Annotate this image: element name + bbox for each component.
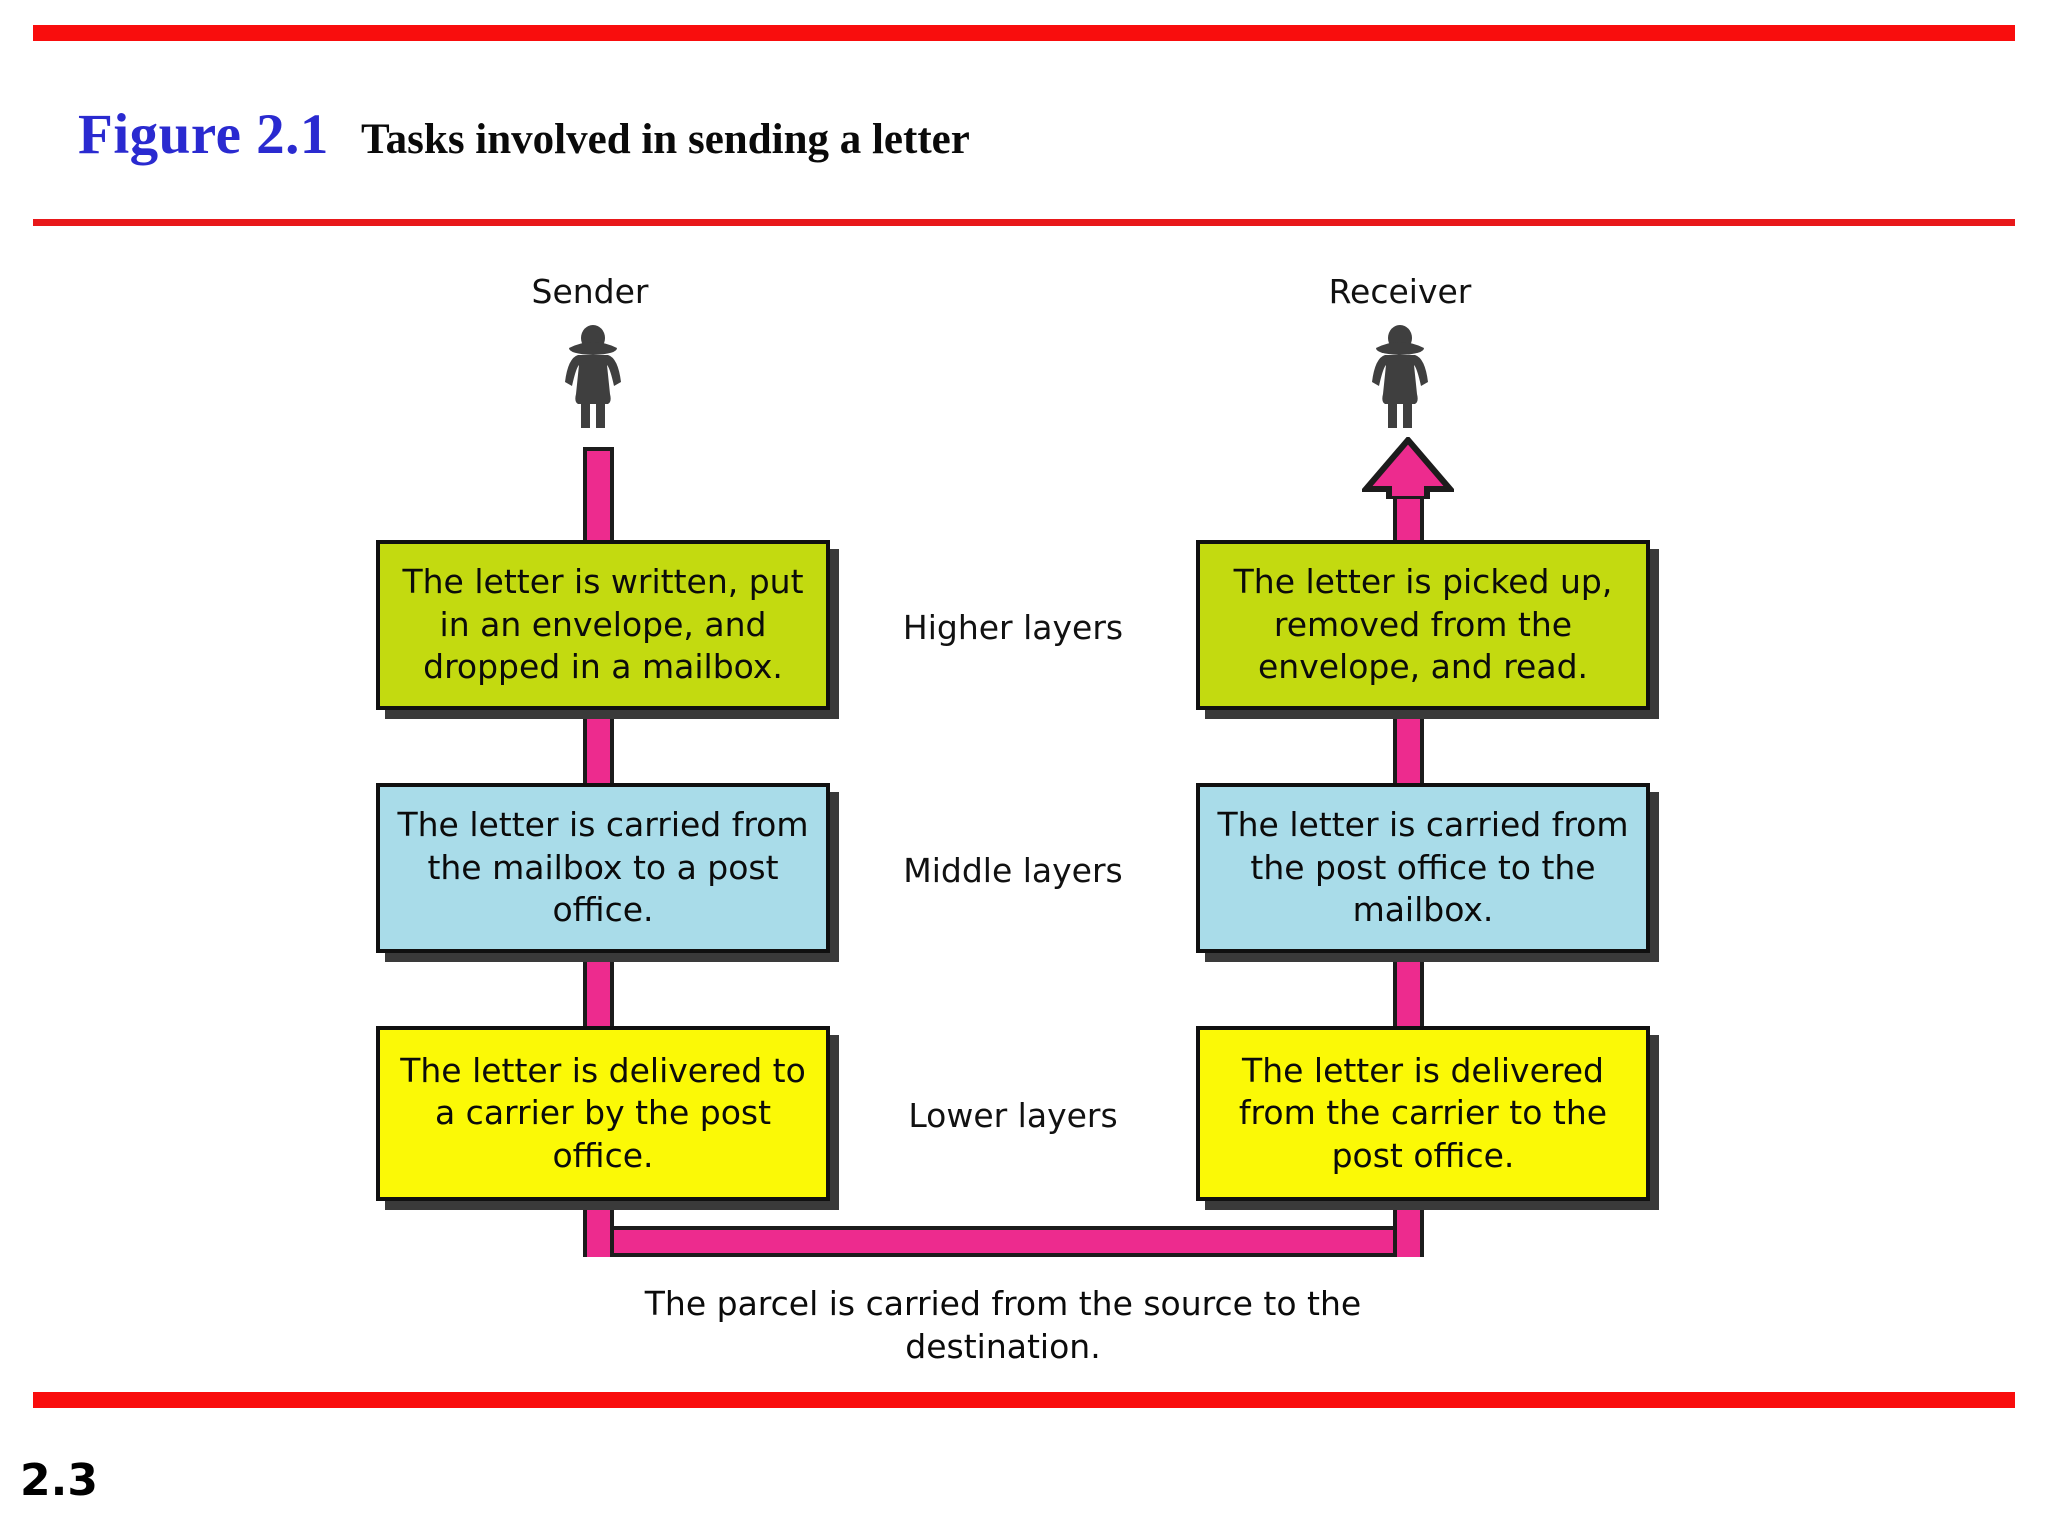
layer-caption-higher: Higher layers xyxy=(902,608,1124,647)
bottom-note: The parcel is carried from the source to… xyxy=(644,1284,1362,1366)
layer-caption-middle: Middle layers xyxy=(903,851,1123,890)
figure-number: Figure 2.1 xyxy=(78,103,329,166)
receiver-person-icon xyxy=(1345,322,1455,432)
receiver-box-middle: The letter is carried from the post offi… xyxy=(1196,783,1650,953)
sender-box-middle: The letter is carried from the mailbox t… xyxy=(376,783,830,953)
path-corner-left xyxy=(587,1226,610,1257)
title-red-rule xyxy=(33,219,2015,226)
sender-person-icon xyxy=(538,322,648,432)
receiver-box-higher: The letter is picked up, removed from th… xyxy=(1196,540,1650,710)
sender-box-lower: The letter is delivered to a carrier by … xyxy=(376,1026,830,1201)
receiver-box-lower: The letter is delivered from the carrier… xyxy=(1196,1026,1650,1201)
path-corner-right xyxy=(1397,1226,1420,1257)
layer-caption-lower: Lower layers xyxy=(908,1096,1118,1135)
receiver-label: Receiver xyxy=(1328,272,1472,311)
arrow-up-icon xyxy=(1359,435,1457,502)
figure-title: Figure 2.1 Tasks involved in sending a l… xyxy=(78,102,970,167)
top-red-rule xyxy=(33,25,2015,41)
sender-label: Sender xyxy=(531,272,649,311)
path-bottom-connector xyxy=(583,1226,1424,1257)
figure-caption: Tasks involved in sending a letter xyxy=(360,116,970,163)
bottom-red-rule xyxy=(33,1392,2015,1408)
page-number: 2.3 xyxy=(20,1455,98,1506)
sender-box-higher: The letter is written, put in an envelop… xyxy=(376,540,830,710)
